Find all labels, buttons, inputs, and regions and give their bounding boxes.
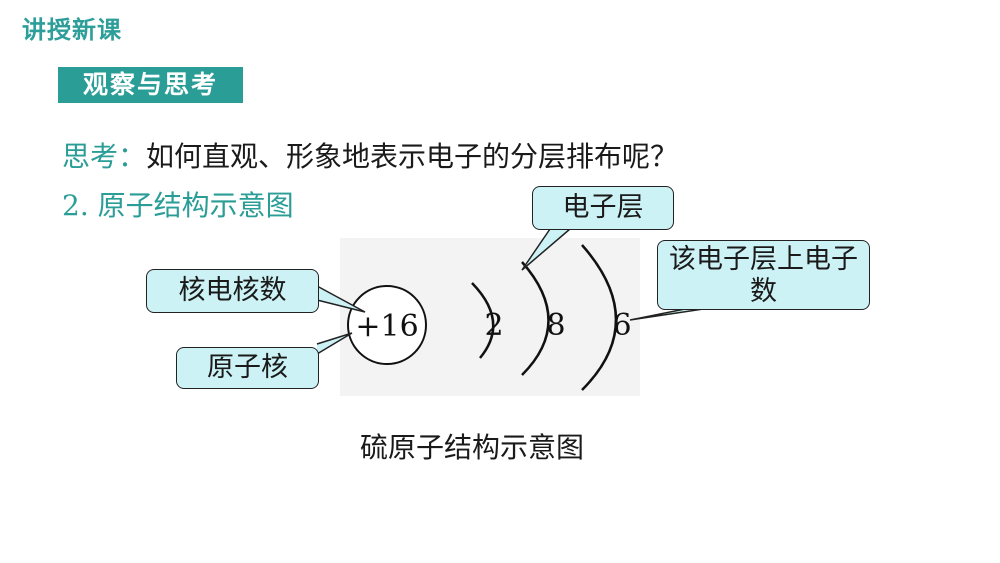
shell-arc-2	[521, 261, 550, 376]
question-lead: 思考：	[62, 140, 147, 173]
callout-nucleus-charge: 核电核数	[146, 269, 319, 313]
question-text: 思考：如何直观、形象地表示电子的分层排布呢？	[62, 135, 678, 175]
pointer-nucleus	[316, 332, 353, 355]
question-body: 如何直观、形象地表示电子的分层排布呢？	[146, 140, 679, 173]
callout-electron-shell: 电子层	[532, 186, 674, 230]
subtitle: 2. 原子结构示意图	[62, 189, 294, 222]
shell-arc-1	[471, 282, 495, 359]
pointer-nucleus-charge	[316, 285, 366, 313]
callout-shell-electron-count: 该电子层上电子数	[657, 240, 870, 310]
pointer-shell-count	[629, 307, 711, 321]
nucleus-label: +16	[355, 309, 418, 344]
shell-count-3: 6	[612, 308, 631, 343]
observe-think-badge: 观察与思考	[58, 67, 243, 103]
shell-arc-3	[581, 244, 618, 391]
diagram-caption: 硫原子结构示意图	[360, 431, 585, 464]
shell-count-2: 8	[546, 308, 565, 343]
nucleus-circle	[347, 285, 427, 365]
shell-count-1: 2	[484, 308, 503, 343]
pointer-shell	[521, 228, 571, 271]
section-header: 讲授新课	[22, 16, 122, 44]
callout-nucleus: 原子核	[176, 347, 319, 389]
